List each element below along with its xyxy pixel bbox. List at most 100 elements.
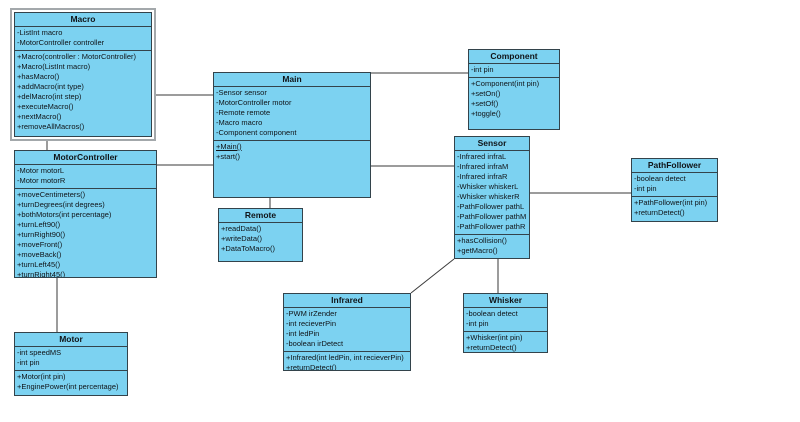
class-title-motorcontroller: MotorController: [53, 152, 118, 162]
class-member: +executeMacro(): [17, 102, 74, 111]
class-member: +setOn(): [471, 89, 501, 98]
class-member: +writeData(): [221, 234, 263, 243]
class-member: -Whisker whiskerR: [457, 192, 520, 201]
class-box-whisker[interactable]: Whisker -boolean detect-int pin +Whisker…: [463, 293, 548, 353]
class-title-remote: Remote: [244, 210, 277, 220]
class-methods-remote: +readData()+writeData()+DataToMacro(): [219, 222, 302, 261]
class-member: -Motor motorL: [17, 166, 65, 175]
class-member: +hasMacro(): [17, 72, 60, 81]
class-member: -MotorController controller: [17, 38, 105, 47]
class-title-sensor: Sensor: [477, 138, 507, 148]
class-box-motor[interactable]: Motor -int speedMS-int pin +Motor(int pi…: [14, 332, 128, 396]
class-member: -int ledPin: [286, 329, 320, 338]
class-member: -Sensor sensor: [216, 88, 267, 97]
class-member: +DataToMacro(): [221, 244, 275, 253]
class-attributes-sensor: -Infrared infraL-Infrared infraM-Infrare…: [455, 150, 529, 234]
class-attributes-whisker: -boolean detect-int pin: [464, 307, 547, 331]
class-member: -int pin: [466, 319, 489, 328]
class-member: -MotorController motor: [216, 98, 292, 107]
class-member: +turnLeft45(): [17, 260, 61, 269]
class-member: -Infrared infraM: [457, 162, 509, 171]
class-member: +readData(): [221, 224, 262, 233]
class-title-infrared: Infrared: [331, 295, 363, 305]
class-methods-pathfollower: +PathFollower(int pin)+returnDetect(): [632, 196, 717, 221]
class-title-motor: Motor: [59, 334, 83, 344]
class-title-main: Main: [282, 74, 302, 84]
selection-outline-macro: [10, 8, 156, 141]
class-member: -ListInt macro: [17, 28, 63, 37]
class-attributes-main: -Sensor sensor-MotorController motor-Rem…: [214, 86, 370, 140]
class-methods-sensor: +hasCollision()+getMacro(): [455, 234, 529, 258]
class-member: +turnLeft90(): [17, 220, 61, 229]
class-box-component[interactable]: Component -int pin +Component(int pin)+s…: [468, 49, 560, 130]
class-member: -PathFollower pathM: [457, 212, 527, 221]
class-member: -Infrared infraR: [457, 172, 508, 181]
class-methods-component: +Component(int pin)+setOn()+setOf()+togg…: [469, 77, 559, 129]
class-member: -boolean detect: [466, 309, 518, 318]
class-attributes-component: -int pin: [469, 63, 559, 77]
class-member: +turnRight45(): [17, 270, 66, 278]
class-member: +Whisker(int pin): [466, 333, 523, 342]
class-title-macro: Macro: [70, 14, 96, 24]
class-member: +turnRight90(): [17, 230, 66, 239]
class-member: +getMacro(): [457, 246, 498, 255]
class-methods-infrared: +Infrared(int ledPin, int recieverPin)+r…: [284, 351, 410, 371]
class-methods-macro: +Macro(controller : MotorController)+Mac…: [15, 50, 151, 136]
class-member: +removeAllMacros(): [17, 122, 85, 131]
class-member: +toggle(): [471, 109, 501, 118]
class-box-infrared[interactable]: Infrared -PWM irZender-int recieverPin-i…: [283, 293, 411, 371]
class-methods-motorcontroller: +moveCentimeters()+turnDegrees(int degre…: [15, 188, 156, 278]
class-box-macro[interactable]: Macro -ListInt macro-MotorController con…: [14, 12, 152, 137]
class-member: +Macro(ListInt macro): [17, 62, 91, 71]
class-member: +EnginePower(int percentage): [17, 382, 119, 391]
class-member: -Infrared infraL: [457, 152, 507, 161]
class-member: +returnDetect(): [286, 363, 337, 371]
class-member: +returnDetect(): [466, 343, 517, 352]
class-member: -int recieverPin: [286, 319, 337, 328]
class-member: +PathFollower(int pin): [634, 198, 708, 207]
class-member: -int pin: [471, 65, 494, 74]
class-member: +turnDegrees(int degrees): [17, 200, 105, 209]
class-methods-main: +Main()+start(): [214, 140, 370, 197]
class-attributes-pathfollower: -boolean detect-int pin: [632, 172, 717, 196]
class-member: +moveCentimeters(): [17, 190, 86, 199]
class-member: -Motor motorR: [17, 176, 66, 185]
class-box-sensor[interactable]: Sensor -Infrared infraL-Infrared infraM-…: [454, 136, 530, 259]
class-member: +Main(): [216, 142, 242, 151]
class-box-main[interactable]: Main -Sensor sensor-MotorController moto…: [213, 72, 371, 198]
class-methods-whisker: +Whisker(int pin)+returnDetect(): [464, 331, 547, 352]
class-member: +Component(int pin): [471, 79, 540, 88]
class-attributes-motor: -int speedMS-int pin: [15, 346, 127, 370]
class-box-motorcontroller[interactable]: MotorController -Motor motorL-Motor moto…: [14, 150, 157, 278]
class-attributes-infrared: -PWM irZender-int recieverPin-int ledPin…: [284, 307, 410, 351]
class-member: -boolean detect: [634, 174, 686, 183]
class-member: +moveFront(): [17, 240, 63, 249]
class-member: -boolean irDetect: [286, 339, 344, 348]
class-member: +Macro(controller : MotorController): [17, 52, 136, 61]
class-attributes-macro: -ListInt macro-MotorController controlle…: [15, 26, 151, 50]
class-member: -PWM irZender: [286, 309, 337, 318]
class-box-pathfollower[interactable]: PathFollower -boolean detect-int pin +Pa…: [631, 158, 718, 222]
class-member: -Component component: [216, 128, 297, 137]
class-member: +nextMacro(): [17, 112, 62, 121]
class-member: +delMacro(int step): [17, 92, 82, 101]
class-member: -Macro macro: [216, 118, 263, 127]
class-member: +start(): [216, 152, 240, 161]
class-methods-motor: +Motor(int pin)+EnginePower(int percenta…: [15, 370, 127, 395]
class-member: +Infrared(int ledPin, int recieverPin): [286, 353, 404, 362]
class-member: +moveBack(): [17, 250, 62, 259]
class-member: +setOf(): [471, 99, 499, 108]
class-member: +addMacro(int type): [17, 82, 84, 91]
connector-sensor-infrared[interactable]: [410, 258, 455, 294]
class-member: -Remote remote: [216, 108, 271, 117]
class-member: -int pin: [634, 184, 657, 193]
class-attributes-motorcontroller: -Motor motorL-Motor motorR: [15, 164, 156, 188]
class-member: -int pin: [17, 358, 40, 367]
class-member: +bothMotors(int percentage): [17, 210, 112, 219]
class-title-pathfollower: PathFollower: [647, 160, 702, 170]
class-member: -Whisker whiskerL: [457, 182, 519, 191]
class-member: -PathFollower pathL: [457, 202, 525, 211]
class-member: +returnDetect(): [634, 208, 685, 217]
class-box-remote[interactable]: Remote +readData()+writeData()+DataToMac…: [218, 208, 303, 262]
